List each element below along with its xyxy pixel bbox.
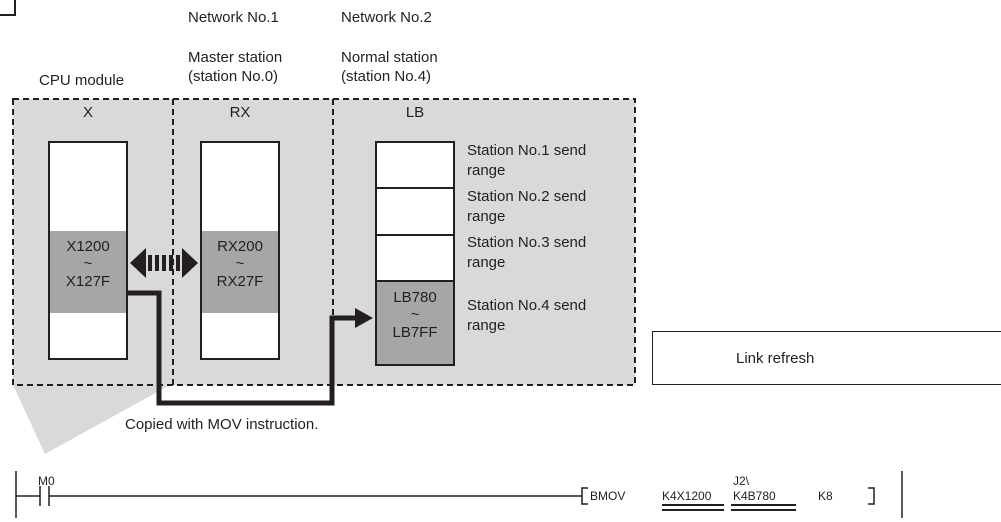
rx-range-cell: RX200 ~ RX27F — [202, 231, 278, 313]
rx-range-end: RX27F — [216, 273, 264, 290]
rx-range-tilde: ~ — [235, 255, 245, 272]
ladder-operand2: K4B780 — [733, 489, 776, 503]
rx-device-column: RX200 ~ RX27F — [200, 141, 280, 360]
normal-station-line1: Normal station — [341, 49, 438, 66]
send-range-4-line2: range — [467, 317, 506, 334]
x-device-column: X1200 ~ X127F — [48, 141, 128, 360]
operand-underlines — [662, 504, 796, 511]
x-column-title: X — [82, 104, 93, 121]
x-range-start: X1200 — [66, 238, 110, 255]
lb-range-cell: LB780 ~ LB7FF — [377, 282, 453, 364]
x-range-tilde: ~ — [83, 255, 93, 272]
legend-box — [652, 331, 1001, 385]
send-range-2-line1: Station No.2 send — [467, 188, 587, 205]
ladder-operand3: K8 — [818, 489, 833, 503]
network2-label: Network No.2 — [341, 9, 432, 26]
mov-copy-connector — [128, 290, 356, 406]
lb-range-tilde: ~ — [410, 306, 420, 323]
corner-marker — [0, 0, 16, 16]
send-range-3-line1: Station No.3 send — [467, 234, 587, 251]
legend-label: Link refresh — [736, 350, 815, 367]
send-range-1-line1: Station No.1 send — [467, 142, 587, 159]
lb-cell-station1 — [377, 143, 453, 189]
ladder-contact-label: M0 — [38, 474, 55, 488]
mov-copy-arrowhead — [355, 308, 373, 328]
master-station-line1: Master station — [188, 49, 283, 66]
lb-range-end: LB7FF — [392, 324, 438, 341]
lb-column-title: LB — [405, 104, 425, 121]
lb-cell-station2 — [377, 189, 453, 236]
master-station-line2: (station No.0) — [188, 68, 279, 85]
ladder-instruction: BMOV — [590, 489, 626, 503]
ladder-rung — [15, 471, 903, 518]
rx-column-title: RX — [229, 104, 251, 121]
x-range-cell: X1200 ~ X127F — [50, 231, 126, 313]
lb-cell-station3 — [377, 236, 453, 282]
ladder-operand1: K4X1200 — [662, 489, 712, 503]
network1-label: Network No.1 — [188, 9, 279, 26]
send-range-1-line2: range — [467, 162, 506, 179]
send-range-4-line1: Station No.4 send — [467, 297, 587, 314]
x-range-end: X127F — [65, 273, 111, 290]
instruction-open-bracket — [581, 487, 588, 505]
cpu-module-label: CPU module — [39, 72, 125, 89]
outer-dashed-outline — [12, 98, 636, 386]
send-range-2-line2: range — [467, 208, 506, 225]
lb-range-start: LB780 — [393, 289, 437, 306]
rx-range-start: RX200 — [217, 238, 263, 255]
ladder-jprefix: J2\ — [733, 474, 750, 488]
link-refresh-arrow — [130, 248, 198, 278]
send-range-3-line2: range — [467, 254, 506, 271]
instruction-close-bracket — [868, 487, 875, 505]
mov-copy-note: Copied with MOV instruction. — [125, 416, 319, 433]
lb-device-column: LB780 ~ LB7FF — [375, 141, 455, 366]
normal-station-line2: (station No.4) — [341, 68, 432, 85]
